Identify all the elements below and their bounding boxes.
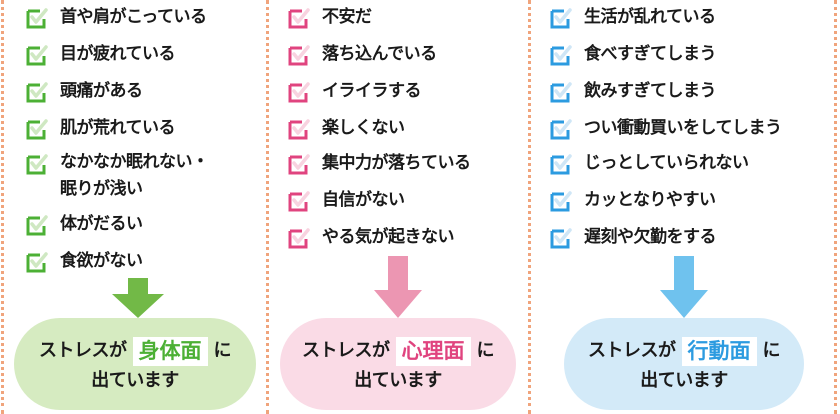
- checklist-item: 目が疲れている: [26, 40, 176, 69]
- column-physical: 首や肩がこっている 目が疲れている 頭痛がある 肌が荒れている なかなか眠れない…: [0, 0, 266, 414]
- checkbox-checked-icon: [550, 44, 572, 66]
- item-label: 食欲がない: [60, 251, 143, 271]
- item-label: イライラする: [322, 81, 422, 101]
- arrow-down-icon: [112, 278, 164, 318]
- checkbox-checked-icon: [26, 118, 48, 140]
- checkbox-checked-icon: [288, 7, 310, 29]
- item-label: 楽しくない: [322, 118, 405, 138]
- checkbox-checked-icon: [550, 118, 572, 140]
- result-pill-psychological: ストレスが 心理面 に 出ています: [280, 318, 516, 410]
- item-label: 体がだるい: [60, 214, 143, 234]
- result-suffix: に: [476, 340, 495, 361]
- column-divider: [834, 0, 837, 414]
- result-highlight: 心理面: [395, 336, 471, 366]
- item-label-line2: 眠りが浅い: [60, 179, 143, 199]
- checkbox-checked-icon: [550, 81, 572, 103]
- item-label: つい衝動買いをしてしまう: [584, 118, 782, 138]
- result-highlight: 身体面: [132, 336, 208, 366]
- checklist-item: イライラする: [288, 77, 422, 106]
- checkbox-checked-icon: [288, 153, 310, 175]
- checklist-item: 食欲がない: [26, 247, 143, 276]
- result-suffix: に: [213, 340, 232, 361]
- item-label: 落ち込んでいる: [322, 44, 437, 64]
- checklist-item: 自信がない: [288, 186, 405, 215]
- column-divider: [1, 0, 4, 414]
- checklist-item: つい衝動買いをしてしまう: [550, 114, 782, 143]
- checklist-item: 生活が乱れている: [550, 3, 716, 32]
- checklist-item: 集中力が落ちている: [288, 149, 471, 178]
- result-highlight: 行動面: [681, 336, 757, 366]
- column-divider: [266, 0, 269, 414]
- checkbox-checked-icon: [26, 251, 48, 273]
- result-line2: 出ています: [640, 370, 728, 391]
- column-behavioral: 生活が乱れている 食べすぎてしまう 飲みすぎてしまう つい衝動買いをしてしまう …: [528, 0, 834, 414]
- checkbox-checked-icon: [26, 153, 48, 175]
- checkbox-checked-icon: [288, 227, 310, 249]
- item-label: 集中力が落ちている: [322, 153, 471, 173]
- checklist-item: 首や肩がこっている: [26, 3, 207, 32]
- result-prefix: ストレスが: [302, 340, 390, 361]
- checkbox-checked-icon: [26, 214, 48, 236]
- checklist-item: 肌が荒れている: [26, 114, 176, 143]
- checkbox-checked-icon: [550, 190, 572, 212]
- item-label: 飲みすぎてしまう: [584, 81, 717, 101]
- item-label: 遅刻や欠勤をする: [584, 227, 717, 247]
- checkbox-checked-icon: [550, 7, 572, 29]
- item-label: じっとしていられない: [584, 153, 749, 173]
- item-label: なかなか眠れない・: [60, 152, 209, 172]
- checklist-item: 落ち込んでいる: [288, 40, 437, 69]
- arrow-down-icon: [374, 256, 422, 318]
- item-label: カッとなりやすい: [584, 190, 716, 210]
- item-label: 生活が乱れている: [584, 7, 716, 27]
- item-label: 目が疲れている: [60, 44, 176, 64]
- item-label: やる気が起きない: [322, 227, 455, 247]
- item-label: 首や肩がこっている: [60, 7, 207, 27]
- item-label: 食べすぎてしまう: [584, 44, 717, 64]
- result-suffix: に: [762, 340, 781, 361]
- checklist-item: じっとしていられない: [550, 149, 749, 178]
- column-divider: [528, 0, 531, 414]
- checklist-item: 遅刻や欠勤をする: [550, 223, 717, 252]
- item-label: 頭痛がある: [60, 81, 143, 101]
- checklist-item: 体がだるい: [26, 210, 143, 239]
- checkbox-checked-icon: [288, 44, 310, 66]
- checklist-item: カッとなりやすい: [550, 186, 716, 215]
- result-line2: 出ています: [354, 370, 442, 391]
- checklist-item: 飲みすぎてしまう: [550, 77, 717, 106]
- checkbox-checked-icon: [550, 153, 572, 175]
- checklist-item: 不安だ: [288, 3, 372, 32]
- checklist-item: 頭痛がある: [26, 77, 143, 106]
- checklist-item: 楽しくない: [288, 114, 405, 143]
- result-pill-behavioral: ストレスが 行動面 に 出ています: [564, 318, 804, 410]
- checkbox-checked-icon: [26, 81, 48, 103]
- checklist-item: やる気が起きない: [288, 223, 455, 252]
- checkbox-checked-icon: [550, 227, 572, 249]
- result-pill-physical: ストレスが 身体面 に 出ています: [14, 318, 256, 410]
- arrow-down-icon: [660, 256, 708, 318]
- checkbox-checked-icon: [288, 190, 310, 212]
- result-prefix: ストレスが: [39, 340, 127, 361]
- item-label: 肌が荒れている: [60, 118, 176, 138]
- checkbox-checked-icon: [26, 7, 48, 29]
- checkbox-checked-icon: [288, 118, 310, 140]
- item-label: 自信がない: [322, 190, 405, 210]
- checkbox-checked-icon: [288, 81, 310, 103]
- result-prefix: ストレスが: [588, 340, 676, 361]
- checklist-item: なかなか眠れない・ 眠りが浅い: [26, 149, 209, 203]
- checklist-item: 食べすぎてしまう: [550, 40, 717, 69]
- checkbox-checked-icon: [26, 44, 48, 66]
- column-psychological: 不安だ 落ち込んでいる イライラする 楽しくない 集中力が落ちている 自信がない…: [266, 0, 528, 414]
- result-line2: 出ています: [91, 370, 179, 391]
- item-label: 不安だ: [322, 7, 372, 27]
